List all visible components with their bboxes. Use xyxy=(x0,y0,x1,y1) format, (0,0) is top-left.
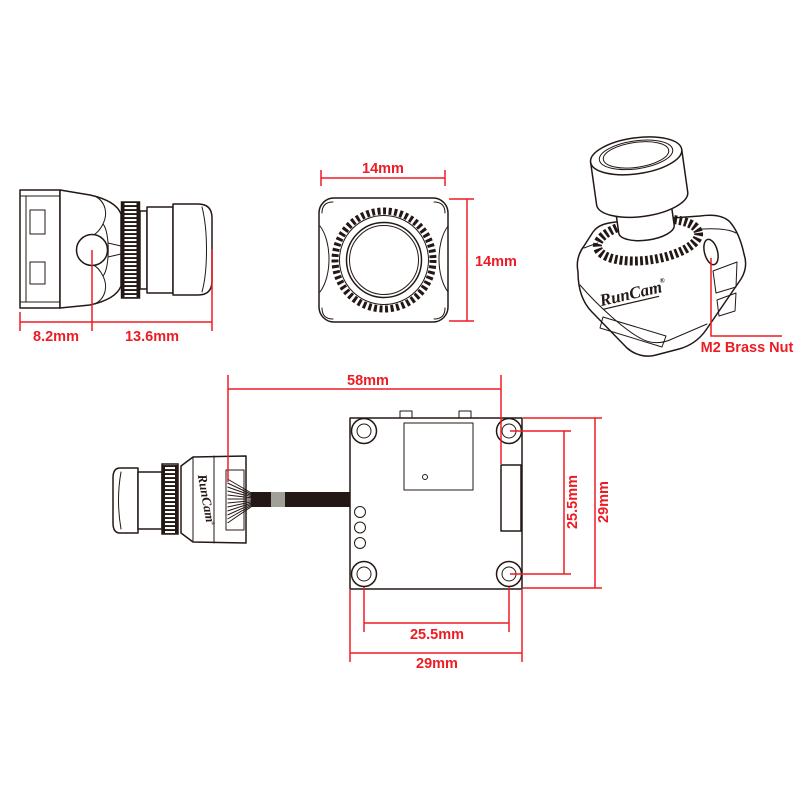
camera-connector xyxy=(225,469,245,531)
body-notch xyxy=(29,261,46,285)
m2-brass-nut-hole xyxy=(703,238,719,266)
front-view: 14mm 14mm xyxy=(318,161,517,323)
dim-58mm: 58mm xyxy=(347,373,389,389)
dim-13-6mm: 13.6mm xyxy=(125,329,179,345)
lens-barrel xyxy=(146,206,174,294)
callout-m2-brass-nut: M2 Brass Nut xyxy=(701,340,794,356)
dim-25-5mm-vertical: 25.5mm xyxy=(565,475,581,529)
m2-callout: M2 Brass Nut xyxy=(701,258,794,356)
lens-barrel xyxy=(137,471,163,530)
lens-assembly-3d xyxy=(589,136,704,266)
base-slot xyxy=(712,261,738,294)
registered-mark: ® xyxy=(209,521,216,526)
mounting-hole xyxy=(350,560,378,588)
solder-pad xyxy=(354,521,366,534)
knurl-teeth-ring xyxy=(331,207,437,313)
side-view: 8.2mm 13.6mm xyxy=(19,189,213,345)
ic-chip xyxy=(403,422,474,491)
lens-spacer xyxy=(139,210,148,290)
cable-band xyxy=(271,492,285,507)
mounting-hole xyxy=(350,417,378,445)
lens-cap xyxy=(112,467,139,534)
dim-14mm-width: 14mm xyxy=(362,161,404,177)
dim-14mm-height: 14mm xyxy=(475,254,517,270)
body-notch xyxy=(29,209,46,235)
pcb-board xyxy=(349,410,523,590)
registered-mark: ® xyxy=(659,276,667,285)
front-width-dimension: 14mm xyxy=(320,161,446,186)
perspective-view: RunCam ® M2 Brass Nut xyxy=(576,136,794,357)
wire-fan-left xyxy=(227,478,254,524)
board-connector xyxy=(500,464,522,532)
lens-glass-3d xyxy=(602,141,670,169)
assembly-view: RunCam ® xyxy=(112,373,612,672)
front-height-dimension: 14mm xyxy=(449,198,517,322)
board-vertical-dimensions: 25.5mm 29mm xyxy=(510,417,612,589)
chip-dot xyxy=(422,474,428,480)
assembly-camera: RunCam ® xyxy=(112,455,247,544)
side-view-dimensions: 8.2mm 13.6mm xyxy=(19,249,213,345)
board-horizontal-dimensions: 25.5mm 29mm xyxy=(349,587,523,672)
dim-25-5mm-horizontal: 25.5mm xyxy=(410,627,464,643)
solder-pad xyxy=(354,537,366,549)
dim-29mm-vertical: 29mm xyxy=(596,481,612,523)
cable-dimension: 58mm xyxy=(227,373,502,482)
base-slot xyxy=(716,292,737,317)
lens-glass xyxy=(349,225,419,295)
lens-ring xyxy=(345,221,423,299)
base-slot xyxy=(599,316,667,348)
solder-pad xyxy=(354,506,366,518)
dim-8-2mm: 8.2mm xyxy=(33,329,79,345)
dim-29mm-horizontal: 29mm xyxy=(416,656,458,672)
